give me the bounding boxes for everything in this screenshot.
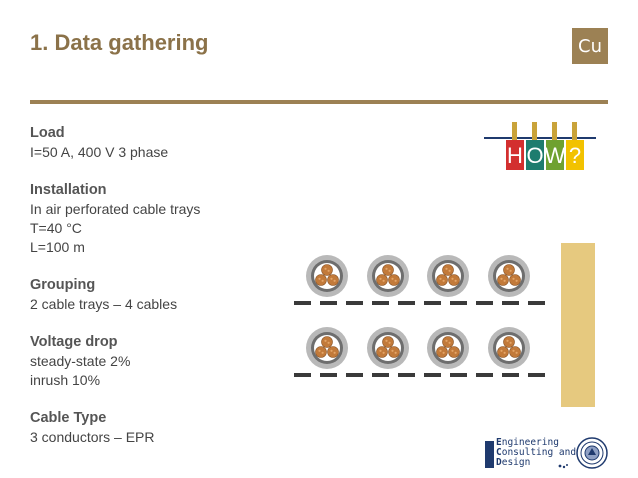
tray-segment	[528, 301, 545, 305]
tray-segment	[320, 301, 337, 305]
tray-segment	[424, 301, 441, 305]
tray-segment	[398, 373, 415, 377]
wall-panel	[561, 243, 595, 407]
tray-segment	[502, 373, 519, 377]
section-installation: Installation In air perforated cable tra…	[30, 181, 290, 257]
university-seal-icon	[576, 437, 608, 469]
section-line: L=100 m	[30, 239, 85, 255]
section-title: Voltage drop	[30, 334, 118, 350]
engineering-logo-text: Engineering Consulting and Design	[496, 438, 576, 468]
cable-icon	[367, 255, 409, 297]
cable-icon	[488, 327, 530, 369]
section-load: Load I=50 A, 400 V 3 phase	[30, 124, 290, 162]
section-line: inrush 10%	[30, 372, 101, 388]
cable-icon	[488, 255, 530, 297]
section-line: steady-state 2%	[30, 353, 131, 369]
cable-icon	[427, 255, 469, 297]
tray-segment	[346, 373, 363, 377]
tray-segment	[294, 301, 311, 305]
tray-segment	[372, 373, 389, 377]
cu-badge: Cu	[572, 28, 608, 64]
cable-icon	[306, 255, 348, 297]
tray-segment	[450, 301, 467, 305]
section-title: Cable Type	[30, 410, 107, 426]
section-grouping: Grouping 2 cable trays – 4 cables	[30, 276, 290, 314]
how-card-3: ?	[566, 122, 584, 170]
how-letter: O	[526, 143, 543, 168]
how-card-2: W	[545, 122, 566, 170]
how-card-0: H	[506, 122, 524, 170]
logo-line: Design	[496, 457, 531, 468]
tray-segment	[502, 301, 519, 305]
section-line: T=40 °C	[30, 220, 82, 236]
logo-line: Engineering	[496, 437, 559, 448]
how-letter: ?	[569, 143, 581, 168]
section-voltage-drop: Voltage drop steady-state 2% inrush 10%	[30, 333, 290, 390]
section-title: Load	[30, 125, 65, 141]
tray-segment	[424, 373, 441, 377]
tray-segment	[476, 373, 493, 377]
how-letter: H	[507, 143, 523, 168]
section-line: In air perforated cable trays	[30, 201, 201, 217]
cable-tray-bottom	[294, 327, 545, 377]
tray-segment	[450, 373, 467, 377]
logo-line: Consulting and	[496, 447, 577, 458]
tray-segment	[528, 373, 545, 377]
how-card-1: O	[526, 122, 544, 170]
cable-icon	[427, 327, 469, 369]
cable-icon	[306, 327, 348, 369]
section-cable-type: Cable Type 3 conductors – EPR	[30, 409, 290, 447]
tray-segment	[398, 301, 415, 305]
tray-segment	[476, 301, 493, 305]
title-divider	[30, 100, 608, 104]
engineering-logo-mark	[485, 441, 568, 469]
cable-trays-diagram	[294, 255, 545, 377]
tray-segment	[320, 373, 337, 377]
section-title: Installation	[30, 182, 107, 198]
section-title: Grouping	[30, 277, 96, 293]
slide-title: 1. Data gathering	[30, 30, 209, 55]
how-letter: W	[545, 143, 566, 168]
tray-segment	[294, 373, 311, 377]
section-line: 3 conductors – EPR	[30, 429, 155, 445]
tray-segment	[346, 301, 363, 305]
cable-tray-top	[294, 255, 545, 305]
cable-icon	[367, 327, 409, 369]
section-line: I=50 A, 400 V 3 phase	[30, 144, 169, 160]
section-line: 2 cable trays – 4 cables	[30, 296, 178, 312]
content-column: Load I=50 A, 400 V 3 phase Installation …	[30, 124, 290, 466]
tray-segment	[372, 301, 389, 305]
